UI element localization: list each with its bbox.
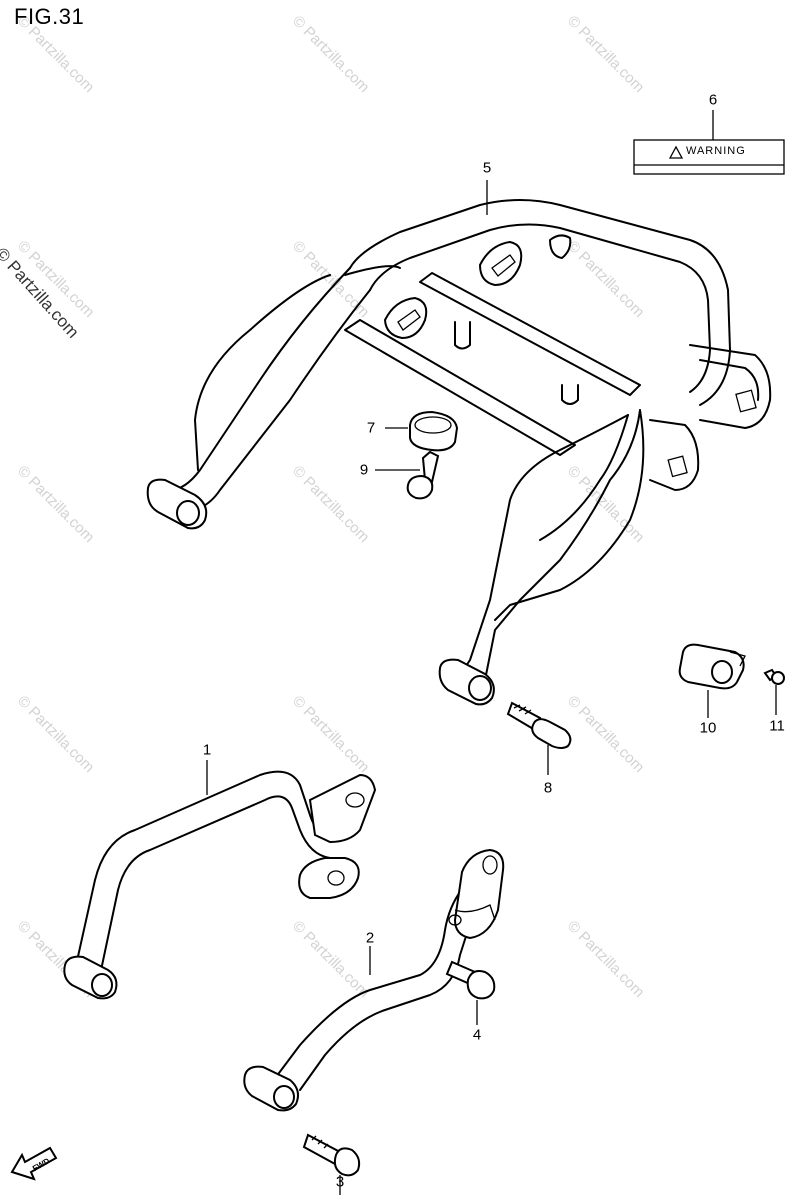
screw-drawing — [763, 668, 785, 715]
callout-11: 11 — [769, 717, 785, 735]
callout-1: 1 — [202, 741, 212, 759]
fwd-arrow-icon: FWD — [10, 1146, 58, 1181]
callout-10: 10 — [699, 719, 717, 737]
cushion-drawing — [385, 410, 459, 452]
callout-3: 3 — [335, 1173, 345, 1191]
callout-4: 4 — [472, 1026, 482, 1044]
figure-title: FIG.31 — [14, 4, 85, 29]
warning-label-drawing — [633, 110, 785, 175]
bolt-small-drawing — [375, 450, 440, 500]
callout-2: 2 — [365, 929, 375, 947]
warning-label-text: WARNING — [686, 145, 746, 157]
callout-8: 8 — [543, 779, 553, 797]
carrier-drawing — [146, 180, 772, 706]
grab-rail-right-drawing — [243, 848, 505, 1112]
carrier-bolt-drawing — [506, 701, 572, 775]
clamp-drawing — [678, 643, 746, 718]
callout-5: 5 — [482, 159, 492, 177]
callout-6: 6 — [708, 91, 718, 109]
grab-rail-left-drawing — [63, 760, 377, 1000]
bolt-rear-drawing — [302, 1133, 361, 1195]
callout-7: 7 — [366, 419, 376, 437]
callout-9: 9 — [359, 461, 369, 479]
bolt-front-drawing — [445, 960, 496, 1025]
